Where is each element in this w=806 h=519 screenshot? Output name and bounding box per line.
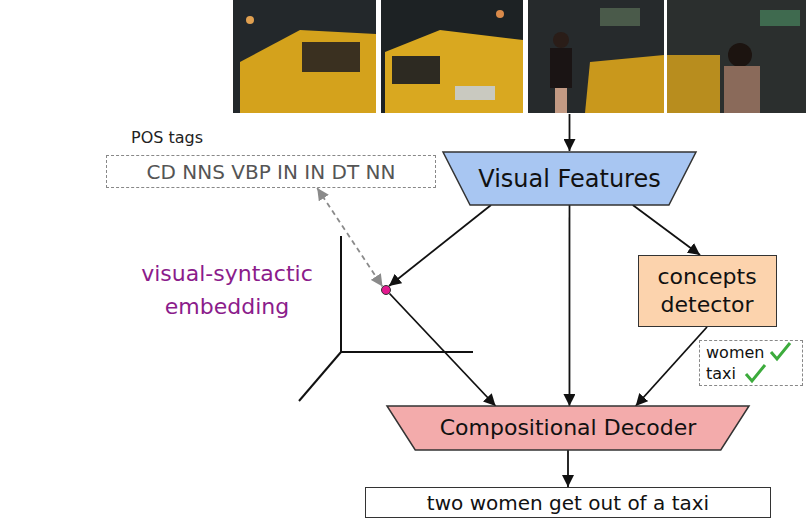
storefront — [760, 10, 800, 26]
pos-sequence: CD NNS VBP IN IN DT NN — [147, 160, 396, 184]
output-sentence: two women get out of a taxi — [427, 491, 709, 515]
embedding-point: visual-syntactic embedding — [381, 285, 391, 295]
taxi — [385, 30, 523, 113]
trapezoid-outline — [387, 406, 749, 450]
block-label: Visual Features — [478, 165, 660, 193]
pos-tag-box: POS tagsCD NNS VBP IN IN DT NN — [106, 155, 436, 188]
woman — [728, 43, 752, 67]
street-light — [496, 10, 504, 18]
embedding-axis — [340, 236, 342, 352]
embedding-axis — [299, 352, 341, 401]
block-label: Compositional Decoder — [440, 414, 697, 442]
street-light — [246, 16, 254, 24]
taxi — [585, 55, 664, 113]
compositional-decoder-block: Compositional Decoder — [387, 406, 749, 450]
concept-word: taxi — [706, 363, 736, 384]
taxi — [240, 30, 376, 113]
woman — [724, 66, 760, 113]
video-frame — [381, 0, 523, 113]
block-label: concepts detector — [647, 263, 768, 319]
video-frame — [233, 0, 376, 113]
taxi-window — [302, 42, 360, 72]
woman — [553, 32, 569, 48]
concepts-detector-box: concepts detector — [638, 255, 777, 327]
license-plate — [455, 86, 495, 100]
woman — [555, 88, 567, 113]
taxi — [667, 55, 720, 113]
visual-features-block: Visual Features — [443, 152, 696, 205]
concept-word: women — [706, 342, 764, 363]
storefront — [600, 8, 640, 26]
video-frame — [667, 0, 806, 113]
taxi-window — [392, 56, 440, 84]
woman — [550, 48, 572, 88]
output-sentence-box: two women get out of a taxi — [365, 487, 771, 518]
input-arrow — [569, 114, 571, 151]
flow-arrow — [636, 327, 707, 406]
pos-heading: POS tags — [131, 128, 203, 148]
dashed-link — [317, 188, 382, 287]
check-mark — [771, 343, 790, 359]
trapezoid-outline — [443, 152, 696, 205]
video-frame — [528, 0, 664, 113]
flow-arrow — [390, 294, 496, 407]
flow-arrow — [389, 205, 491, 286]
embedding-axis — [341, 351, 473, 353]
flow-arrow — [633, 205, 700, 255]
check-mark — [746, 365, 765, 381]
embedding-label: visual-syntactic embedding — [112, 257, 342, 323]
flow-arrow — [567, 450, 569, 487]
flow-arrow — [569, 205, 571, 406]
detected-concepts-box: womentaxi — [699, 340, 803, 386]
